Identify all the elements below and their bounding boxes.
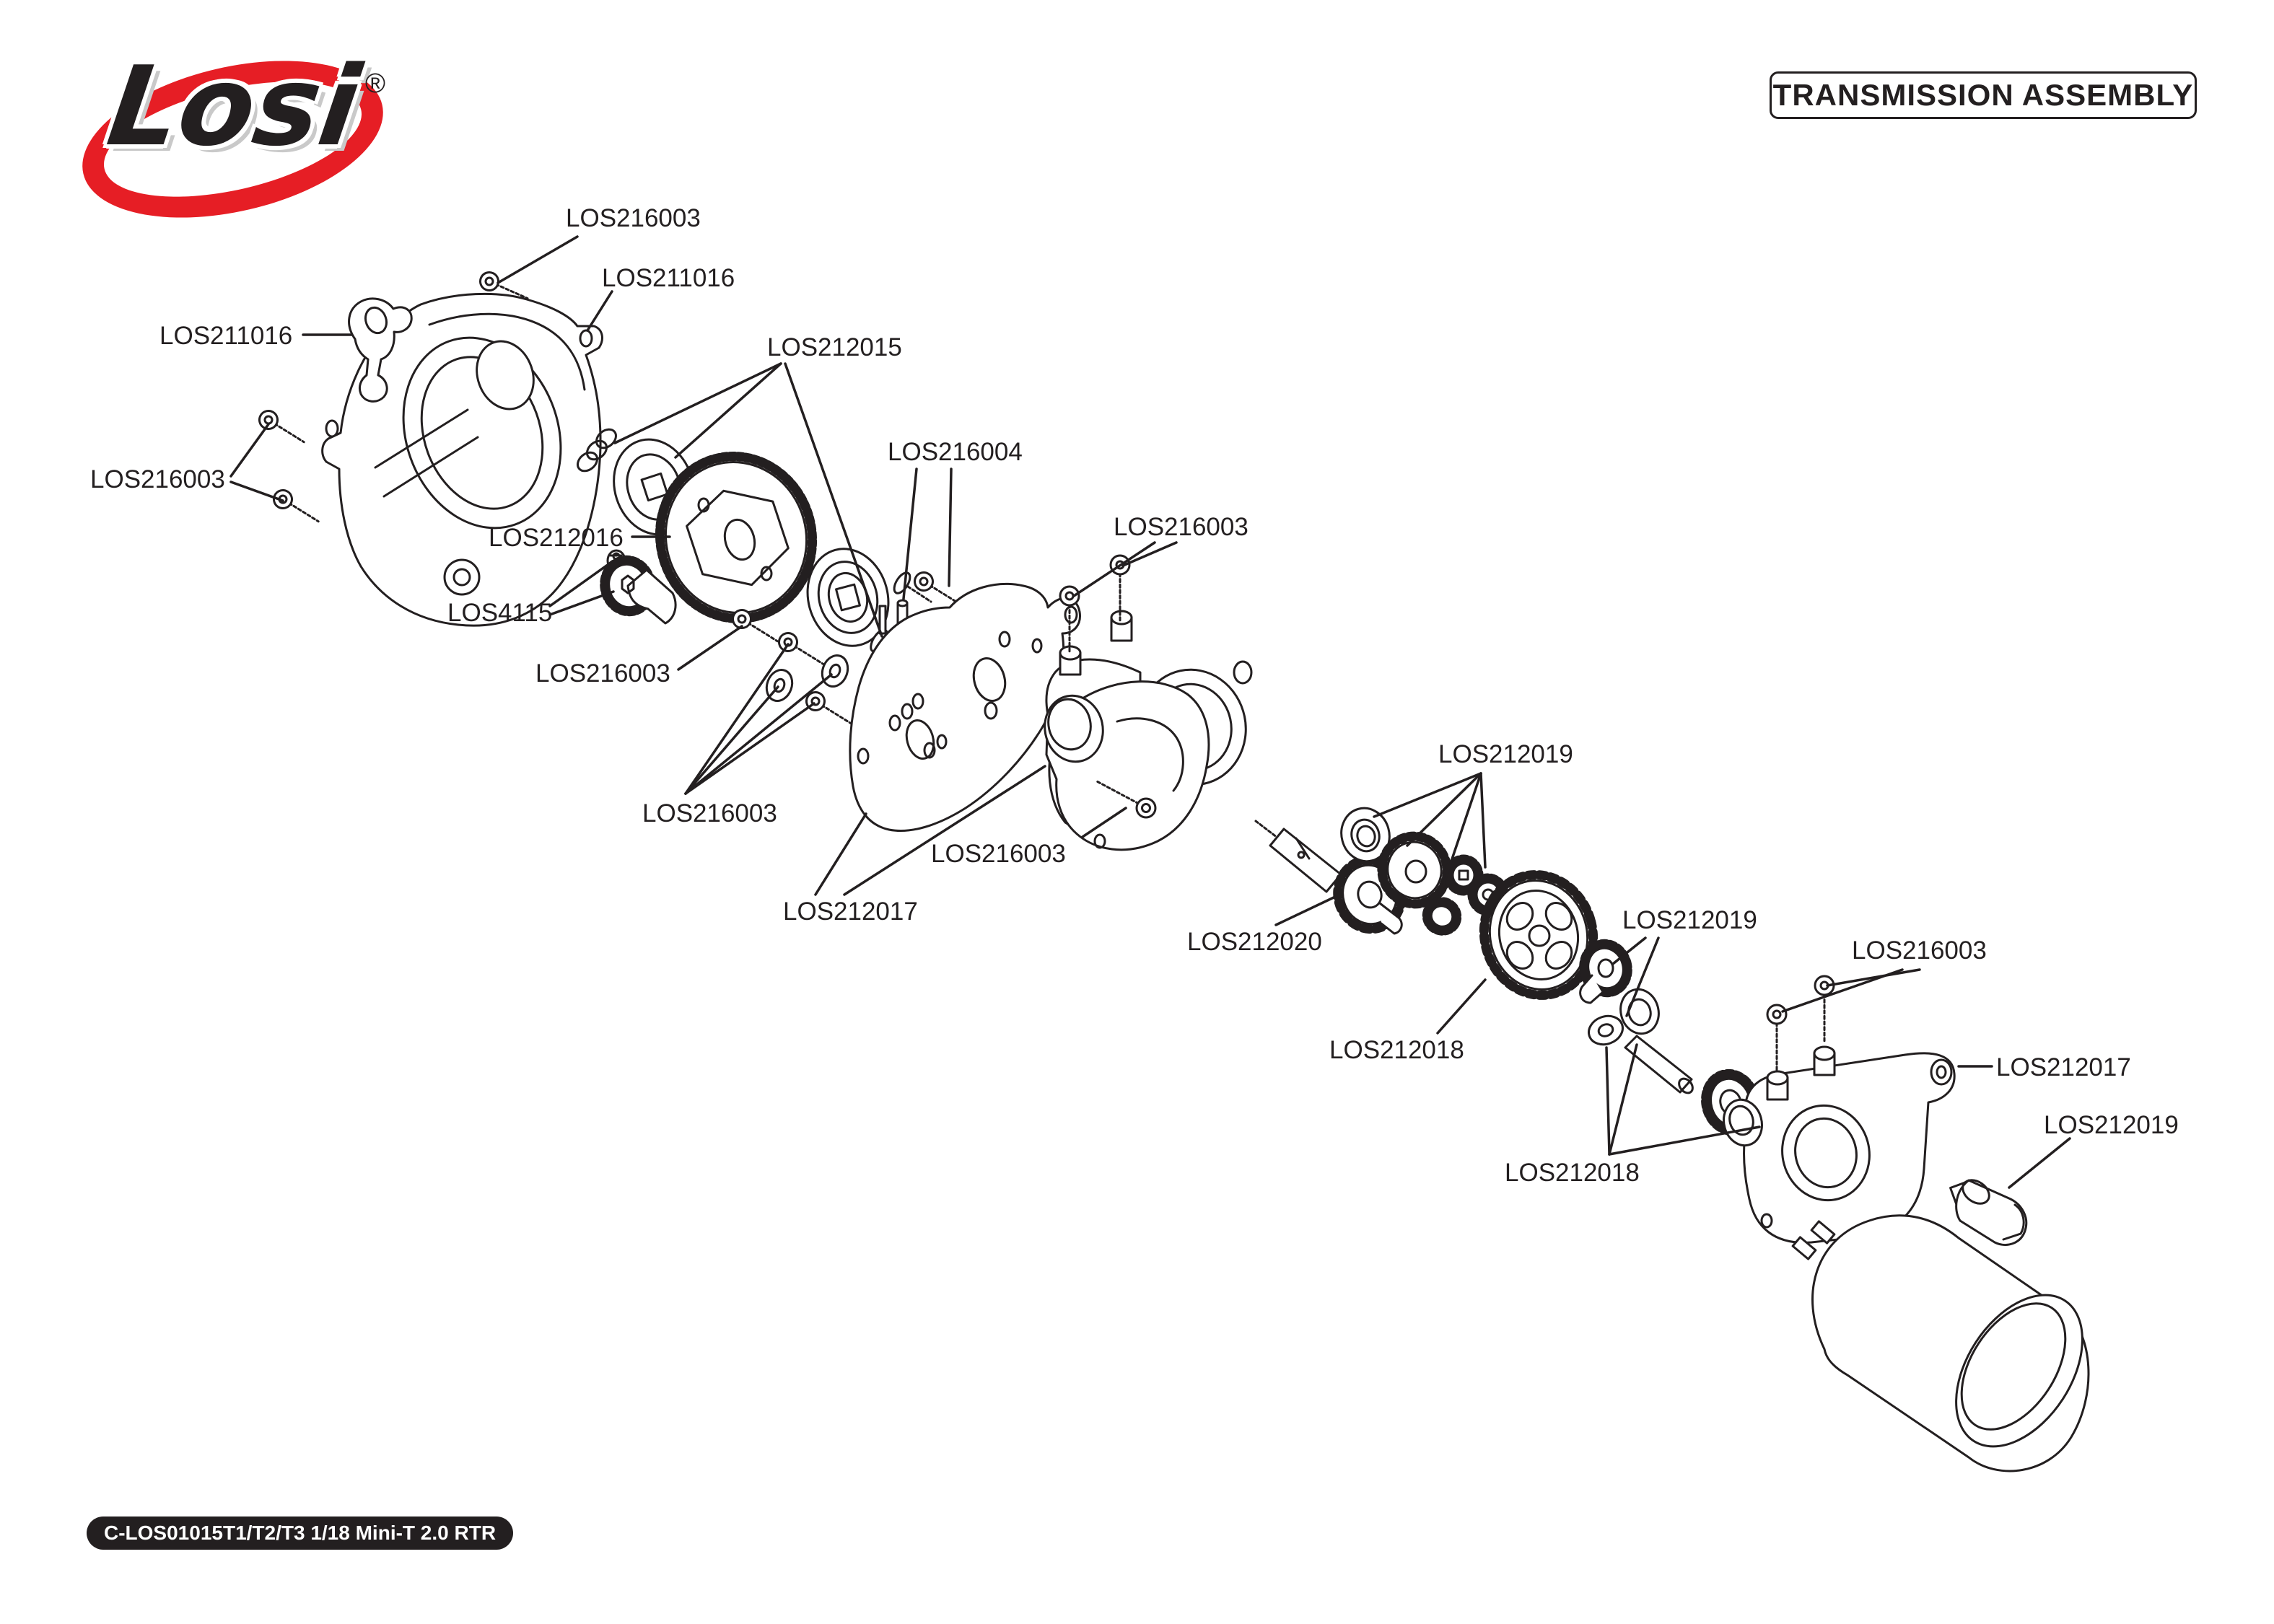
part-pinion-gear [600, 555, 677, 625]
leader-line-l16 [1612, 936, 1647, 965]
part-case-right [1723, 1045, 1956, 1244]
leader-line-l11 [684, 685, 779, 795]
part-label-l4: LOS212015 [767, 333, 902, 361]
part-idler-shaft [1624, 1035, 1694, 1094]
leader-line-l4 [613, 362, 782, 444]
leader-line-l21 [1608, 1043, 1638, 1156]
part-label-l19: LOS212017 [1996, 1053, 2131, 1081]
part-motor-plate [849, 571, 1081, 833]
leader-line-l8 [1121, 541, 1178, 567]
part-label-l3: LOS211016 [159, 322, 293, 350]
part-label-l16: LOS212019 [1622, 906, 1757, 934]
leader-line-l9 [548, 590, 615, 616]
part-label-l15: LOS212020 [1187, 928, 1322, 956]
part-hub-gear [1579, 939, 1632, 1004]
part-gearbox-cover [321, 292, 603, 627]
leader-line-l8 [1072, 541, 1156, 597]
kit-id-text: C-LOS01015T1/T2/T3 1/18 Mini-T 2.0 RTR [104, 1522, 497, 1544]
part-label-l10: LOS216003 [535, 659, 670, 688]
leader-line-l10 [677, 625, 743, 671]
part-label-l11: LOS216003 [642, 799, 777, 828]
leader-line-l5 [229, 423, 270, 478]
part-washer-mid [1588, 1014, 1624, 1046]
part-label-l17: LOS216003 [1852, 936, 1987, 965]
part-label-l18: LOS212018 [1329, 1036, 1464, 1064]
part-label-l21: LOS212018 [1505, 1159, 1640, 1187]
part-label-l2: LOS211016 [602, 264, 735, 292]
leader-line-l12 [1081, 807, 1127, 838]
kit-id-badge: C-LOS01015T1/T2/T3 1/18 Mini-T 2.0 RTR [87, 1517, 514, 1550]
leader-line-l1 [497, 235, 579, 284]
registered-trademark-icon: ® [365, 69, 385, 99]
part-label-l6: LOS216004 [888, 438, 1023, 466]
part-label-l14: LOS212019 [1438, 740, 1573, 768]
leader-line-l20 [2008, 1137, 2071, 1189]
part-shift-lever [348, 297, 413, 403]
sheet-title-box: TRANSMISSION ASSEMBLY [1770, 71, 2197, 119]
part-label-l8: LOS216003 [1114, 513, 1248, 541]
leader-line-l14 [1436, 772, 1482, 903]
part-bearing-mid [1619, 988, 1660, 1035]
leader-line-l14 [1406, 772, 1482, 847]
leader-line-l5 [229, 480, 284, 502]
leader-line-l14 [1373, 772, 1482, 818]
losi-logo: Losi ® [66, 34, 399, 245]
part-label-l9: LOS4115 [447, 599, 553, 627]
leader-line-l9 [548, 561, 612, 607]
leader-line-l21 [1605, 1046, 1611, 1156]
part-motor [1791, 1214, 2090, 1472]
part-label-l12: LOS216003 [931, 840, 1066, 868]
leader-line-l21 [1608, 1125, 1761, 1156]
leader-line-l14 [1479, 772, 1487, 869]
leader-line-l13 [814, 812, 867, 896]
leader-line-l18 [1436, 978, 1487, 1035]
leader-line-l11 [684, 702, 815, 795]
part-label-l5: LOS216003 [90, 465, 225, 493]
part-output-coupler [1949, 1179, 2028, 1246]
leader-line-l2 [586, 290, 613, 332]
leader-line-l4 [784, 362, 883, 638]
leader-line-l11 [684, 673, 833, 795]
leader-line-l11 [684, 643, 790, 795]
leader-lines [229, 235, 2071, 1189]
leader-line-l15 [1274, 896, 1335, 926]
part-spur-gear [655, 452, 818, 623]
sheet-title: TRANSMISSION ASSEMBLY [1772, 78, 2194, 112]
leader-line-l16 [1625, 936, 1660, 1017]
part-bearing-top [1340, 807, 1391, 863]
part-label-l20: LOS212019 [2044, 1111, 2179, 1139]
part-label-l13: LOS212017 [783, 897, 918, 926]
leader-line-l4 [674, 362, 782, 459]
leader-line-l13 [843, 765, 1046, 896]
part-idler-gear-large [1479, 870, 1599, 1000]
part-slipper-spring [577, 428, 617, 473]
part-label-l1: LOS216003 [566, 204, 701, 232]
leader-line-l6 [902, 468, 918, 600]
part-case-front-half [1044, 680, 1210, 851]
leader-line-l17 [1826, 968, 1921, 987]
leader-line-l6 [948, 468, 953, 587]
part-label-l7: LOS212016 [489, 524, 624, 552]
